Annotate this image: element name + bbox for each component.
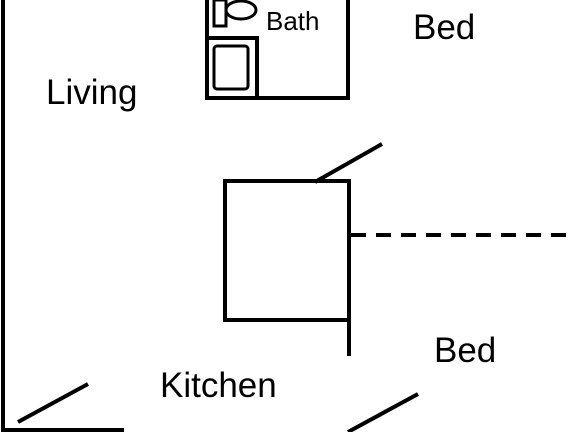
bathtub-icon [212, 44, 250, 91]
tub-alcove [207, 36, 259, 98]
room-label-kitchen: Kitchen [160, 366, 277, 405]
room-label-bed-bottom: Bed [434, 331, 496, 370]
central-block [223, 179, 351, 322]
toilet-bowl-icon [224, 0, 258, 21]
door-swing-kitchen [347, 392, 419, 432]
room-label-bath: Bath [266, 6, 320, 36]
door-swing-entry [17, 382, 89, 424]
room-label-living: Living [46, 73, 137, 112]
bathroom-walls [205, 0, 350, 100]
room-label-bed-top: Bed [413, 8, 475, 47]
toilet-tank [212, 0, 228, 28]
door-swing-bedroom [314, 142, 383, 184]
